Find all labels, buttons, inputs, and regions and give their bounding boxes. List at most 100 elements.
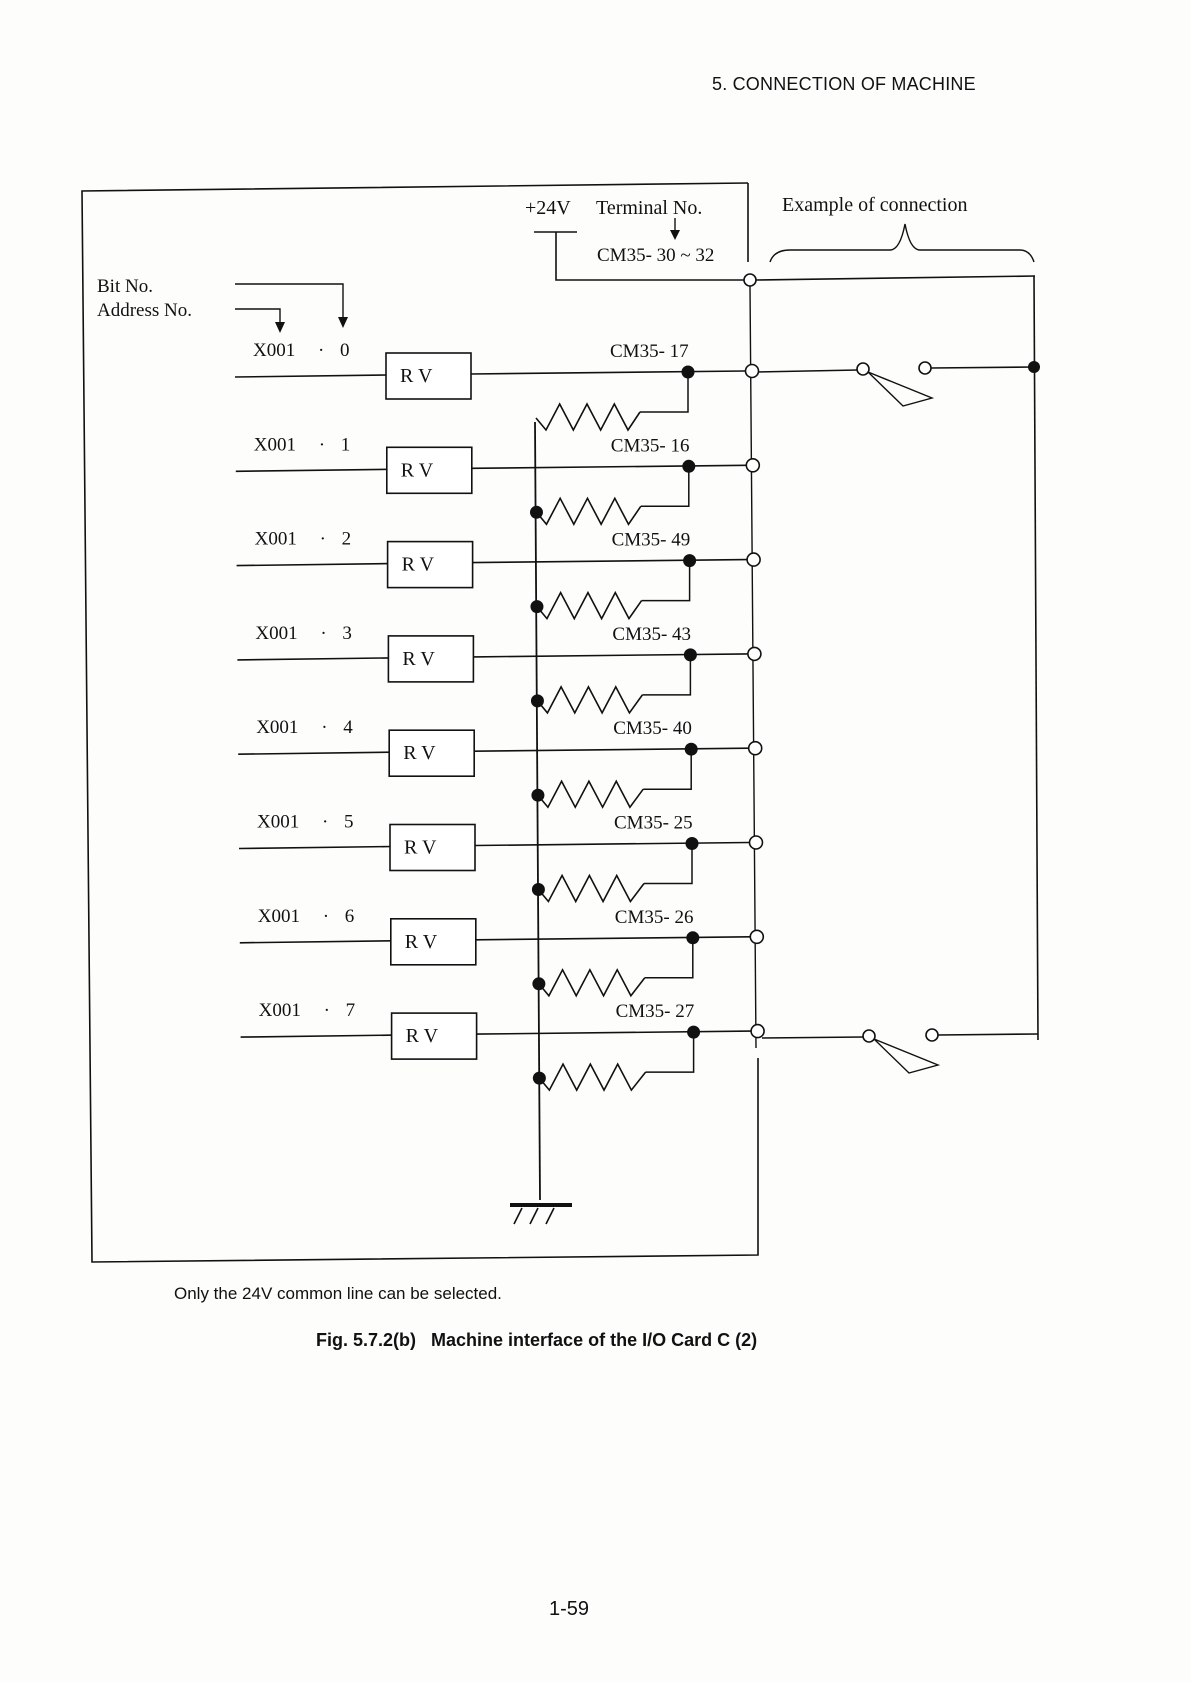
bit-label: 3 xyxy=(342,623,352,644)
address-dot: · xyxy=(319,434,325,455)
pulldown-resistor xyxy=(535,402,641,432)
bit-label: 6 xyxy=(345,906,355,927)
receiver-label: R V xyxy=(404,837,437,859)
terminal-connector xyxy=(747,740,763,756)
bus-junction-dot xyxy=(532,977,546,991)
receiver-label: R V xyxy=(400,365,433,387)
terminal-connector xyxy=(747,646,762,662)
signal-wire-left xyxy=(240,1034,394,1038)
address-pointer-arrowhead xyxy=(275,322,285,333)
terminal-label: CM35- 43 xyxy=(612,624,691,645)
bit-label: 4 xyxy=(343,717,353,738)
example-switch-bit0[interactable] xyxy=(755,361,1040,407)
bus-junction-dot xyxy=(530,600,544,614)
resistor-lead xyxy=(645,1032,695,1073)
common-bus-to-example xyxy=(755,275,1036,281)
example-switch-bit7[interactable] xyxy=(761,1028,1039,1074)
receiver-box xyxy=(389,917,477,966)
bus-junction-dot xyxy=(530,694,544,708)
page-number: 1-59 xyxy=(549,1598,590,1620)
resistor-lead xyxy=(640,372,689,413)
common-terminal-label: CM35- 30 ~ 32 xyxy=(597,245,714,266)
bit-pointer-arrowhead xyxy=(338,317,348,328)
address-dot: · xyxy=(323,906,329,927)
address-dot: · xyxy=(324,1000,330,1021)
section-header: 5. CONNECTION OF MACHINE xyxy=(712,74,976,94)
resistor-lead xyxy=(640,466,690,508)
receiver-box xyxy=(390,1012,478,1060)
terminal-label: CM35- 40 xyxy=(613,718,692,739)
signal-wire-right xyxy=(474,747,749,752)
resistor-lead xyxy=(644,843,693,885)
bit-number-label: Bit No. xyxy=(97,276,153,297)
terminal-label: CM35- 27 xyxy=(616,1001,695,1022)
example-heading: Example of connection xyxy=(782,194,968,216)
address-dot: · xyxy=(318,340,324,361)
bus-junction-dot xyxy=(529,505,543,519)
terminal-heading: Terminal No. xyxy=(596,197,702,219)
receiver-box xyxy=(385,446,473,495)
pulldown-resistor xyxy=(537,779,644,809)
bit-label: 5 xyxy=(344,812,354,833)
resistor-lead xyxy=(641,560,691,602)
signal-wire-left xyxy=(239,940,393,944)
signal-wire-right xyxy=(472,558,747,564)
bit-label: 0 xyxy=(340,340,350,361)
bit-label: 1 xyxy=(341,434,351,455)
signal-wire-left xyxy=(235,468,389,473)
address-label: X001 xyxy=(256,717,298,738)
address-label: X001 xyxy=(259,1000,301,1021)
terminal-connector xyxy=(744,363,760,379)
receiver-label: R V xyxy=(402,648,435,670)
pulldown-resistor xyxy=(538,968,646,998)
pulldown-resistor xyxy=(535,496,642,527)
address-label: X001 xyxy=(255,623,297,644)
resistor-lead xyxy=(644,937,694,979)
supply-label: +24V xyxy=(525,197,571,219)
figure-caption: Fig. 5.7.2(b) Machine interface of the I… xyxy=(316,1330,767,1351)
common-terminal[interactable] xyxy=(743,273,757,287)
terminal-label: CM35- 25 xyxy=(614,813,693,834)
receiver-box xyxy=(385,352,472,400)
bus-junction-dot xyxy=(531,788,545,802)
address-label: X001 xyxy=(254,434,296,455)
bit-label: 7 xyxy=(346,1000,356,1021)
terminal-connector xyxy=(750,1023,765,1039)
terminal-connector xyxy=(746,552,761,567)
terminal-strip-line xyxy=(749,285,757,1049)
signal-wire-left xyxy=(238,751,392,755)
resistor-lead xyxy=(643,749,692,790)
ground-icon xyxy=(513,1207,555,1225)
address-dot: · xyxy=(321,717,327,738)
address-dot: · xyxy=(320,623,326,644)
example-right-bus xyxy=(1033,275,1039,1041)
supply-wire xyxy=(555,232,745,281)
figure-number: Fig. 5.7.2(b) xyxy=(316,1330,417,1350)
signal-wire-right xyxy=(474,841,750,847)
signal-wire-left xyxy=(234,374,389,378)
terminal-connector xyxy=(749,929,765,945)
address-pointer xyxy=(235,308,281,326)
terminal-connector xyxy=(745,457,761,473)
address-dot: · xyxy=(320,529,326,550)
pulldown-resistor xyxy=(538,1062,647,1092)
receiver-label: R V xyxy=(403,742,436,764)
bit-label: 2 xyxy=(342,529,352,550)
terminal-label: CM35- 16 xyxy=(611,435,690,456)
terminal-label: CM35- 49 xyxy=(612,530,691,551)
address-number-label: Address No. xyxy=(97,300,192,321)
address-label: X001 xyxy=(257,812,299,833)
bus-junction-dot xyxy=(531,883,545,896)
signal-wire-right xyxy=(471,464,746,470)
address-label: X001 xyxy=(255,529,297,550)
bus-junction-dot xyxy=(532,1071,546,1085)
selection-note: Only the 24V common line can be selected… xyxy=(174,1284,502,1303)
address-label: X001 xyxy=(253,340,295,361)
signal-wire-right xyxy=(470,370,746,375)
figure-title: Machine interface of the I/O Card C (2) xyxy=(431,1330,758,1350)
terminal-label: CM35- 26 xyxy=(615,907,694,928)
resistor-return-bus xyxy=(534,421,541,1201)
address-label: X001 xyxy=(258,906,300,927)
pulldown-resistor xyxy=(536,685,644,715)
